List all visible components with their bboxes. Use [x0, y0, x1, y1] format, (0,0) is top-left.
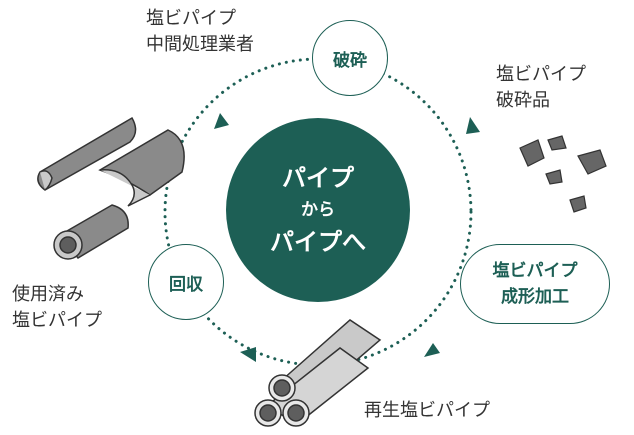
- label-used-line-2: 塩ビパイプ: [12, 310, 102, 331]
- node-forming-line-1: 塩ビパイプ: [492, 261, 578, 281]
- label-processor-line-2: 中間処理業者: [146, 34, 254, 55]
- node-collect-label: 回収: [169, 274, 203, 295]
- node-crush: 破砕: [312, 20, 388, 96]
- arrow-top-right: [466, 117, 480, 134]
- label-crushed-product: 塩ビパイプ 破砕品: [496, 62, 586, 114]
- label-crushed-line-2: 破砕品: [496, 90, 550, 111]
- crushed-fragments-illustration: [519, 135, 607, 213]
- arrow-bottom-left: [240, 347, 256, 362]
- label-recycled-pipe: 再生塩ビパイプ: [364, 400, 490, 421]
- label-used-pipe: 使用済み 塩ビパイプ: [12, 282, 102, 334]
- recycled-pipe-illustration: [254, 319, 382, 427]
- label-used-line-1: 使用済み: [12, 284, 84, 305]
- node-crush-label: 破砕: [333, 50, 367, 71]
- center-circle: パイプ から パイプへ: [226, 118, 410, 302]
- node-collect: 回収: [148, 244, 224, 320]
- center-line-2: から: [301, 200, 335, 220]
- arrow-bottom-right: [424, 343, 440, 357]
- label-processor-line-1: 塩ビパイプ: [146, 8, 236, 29]
- node-forming: 塩ビパイプ 成形加工: [460, 244, 610, 324]
- arrow-top-left: [214, 113, 229, 129]
- label-processor: 塩ビパイプ 中間処理業者: [146, 6, 254, 58]
- node-forming-line-2: 成形加工: [501, 287, 569, 307]
- center-line-1: パイプ: [282, 164, 354, 192]
- center-line-3: パイプへ: [270, 228, 366, 256]
- label-crushed-line-1: 塩ビパイプ: [496, 64, 586, 85]
- used-pipe-illustration: [37, 116, 185, 260]
